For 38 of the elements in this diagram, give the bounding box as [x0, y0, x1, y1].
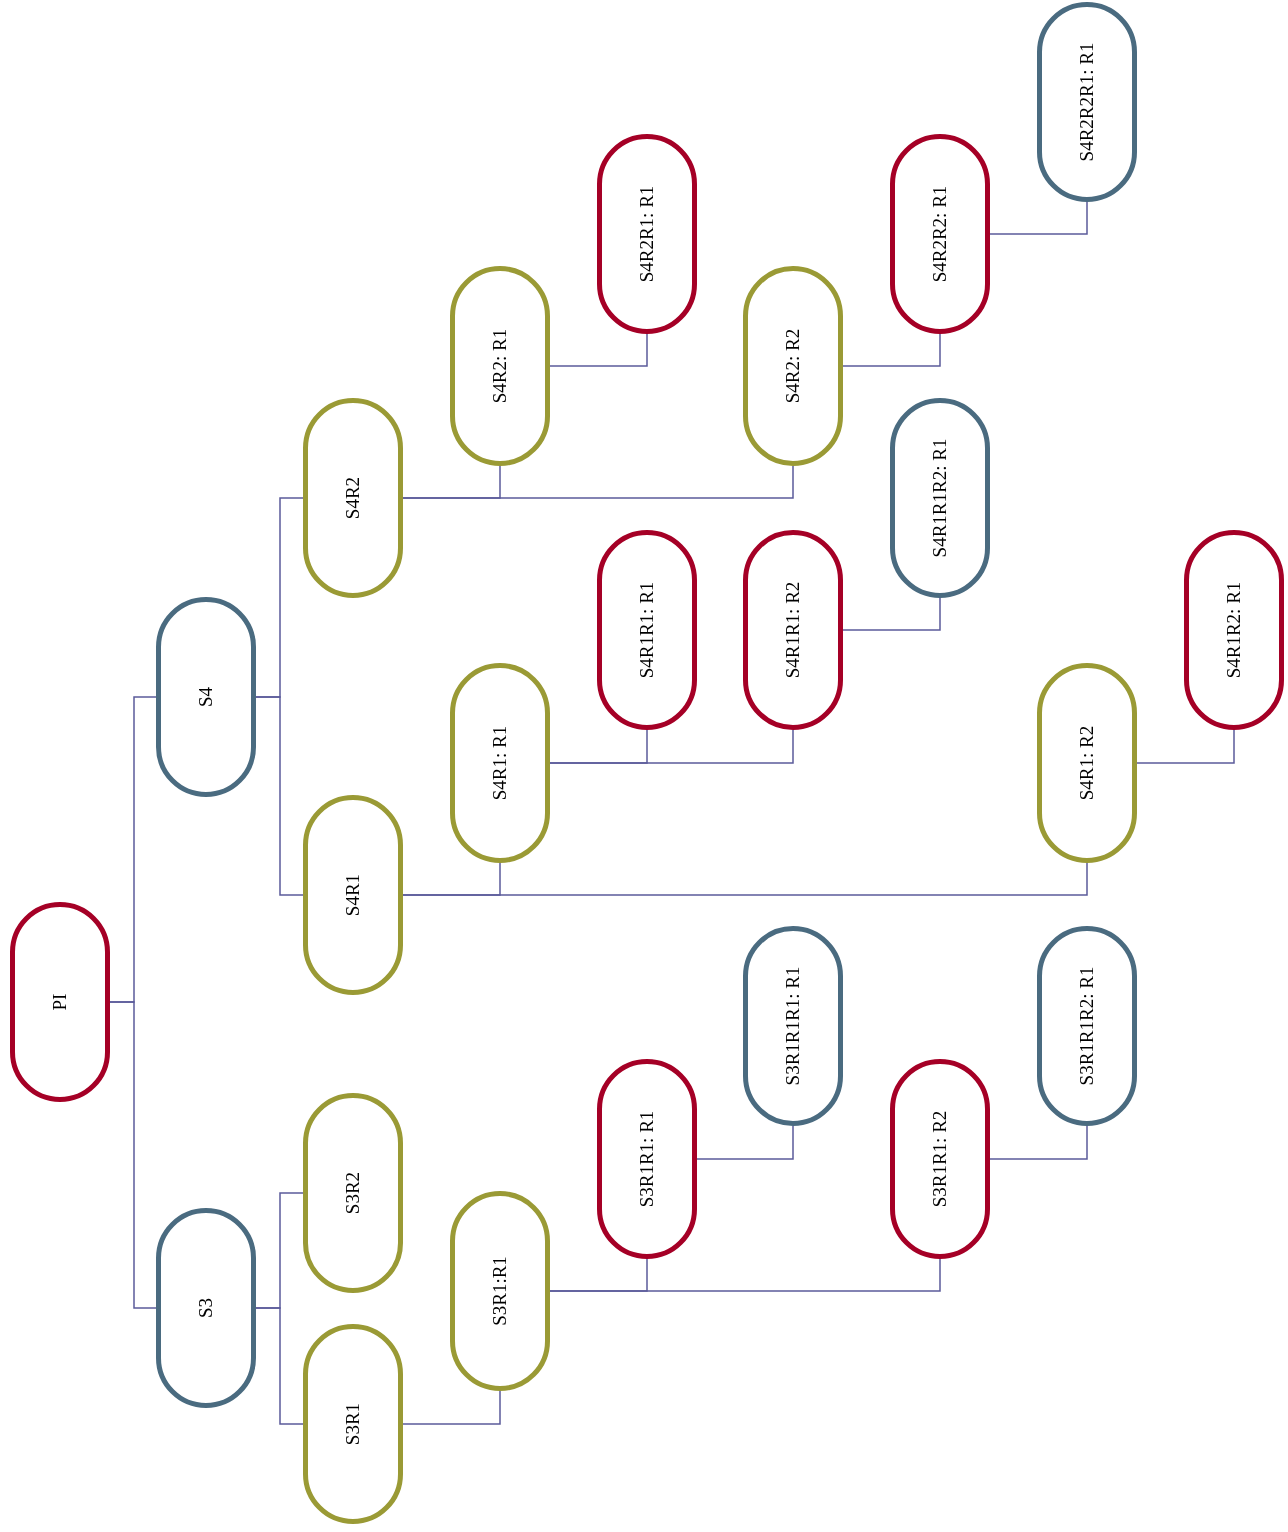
- node-label: S4R2R2R1: R1: [1076, 42, 1098, 162]
- node-label: S4R2: R1: [489, 328, 511, 404]
- connector-line: [109, 1001, 157, 1309]
- connector-line: [255, 696, 304, 896]
- connector-line: [402, 465, 794, 499]
- node-label: S4R1R1R2: R1: [929, 438, 951, 558]
- node-label: S4R1: R2: [1076, 725, 1098, 801]
- node-label: S4R2: [342, 476, 364, 520]
- node-label: S3R1:R1: [489, 1256, 511, 1326]
- connector-line: [696, 1125, 794, 1160]
- connector-line: [842, 597, 941, 631]
- connector-line: [549, 1258, 941, 1292]
- node-label: S4R2R1: R1: [636, 185, 658, 283]
- connector-line: [989, 1125, 1088, 1160]
- connector-line: [549, 333, 648, 367]
- connector-line: [402, 1390, 501, 1425]
- connector-line: [1136, 729, 1235, 764]
- connector-line: [989, 201, 1088, 235]
- node-label: S3R1R1: R2: [929, 1110, 951, 1208]
- node-label: S4R2: R2: [782, 328, 804, 404]
- node-label: S3R1R1: R1: [636, 1110, 658, 1208]
- node-label: PI: [49, 993, 71, 1011]
- connector-line: [549, 729, 794, 764]
- node-label: S3R2: [342, 1171, 364, 1215]
- node-label: S3: [195, 1297, 217, 1319]
- node-label: S4R1R2: R1: [1223, 581, 1245, 679]
- node-label: S4R1R1: R1: [636, 581, 658, 679]
- node-label: S4R2R2: R1: [929, 185, 951, 283]
- node-label: S4R1R1: R2: [782, 581, 804, 679]
- node-label: S3R1R1R1: R1: [782, 966, 804, 1086]
- node-label: S4R1: R1: [489, 725, 511, 801]
- connector-line: [402, 862, 1088, 896]
- connector-line: [255, 1307, 304, 1425]
- connector-line: [842, 333, 941, 367]
- node-label: S3R1R1R2: R1: [1076, 966, 1098, 1086]
- node-label: S3R1: [342, 1402, 364, 1446]
- node-label: S4: [195, 686, 217, 708]
- node-label: S4R1: [342, 873, 364, 917]
